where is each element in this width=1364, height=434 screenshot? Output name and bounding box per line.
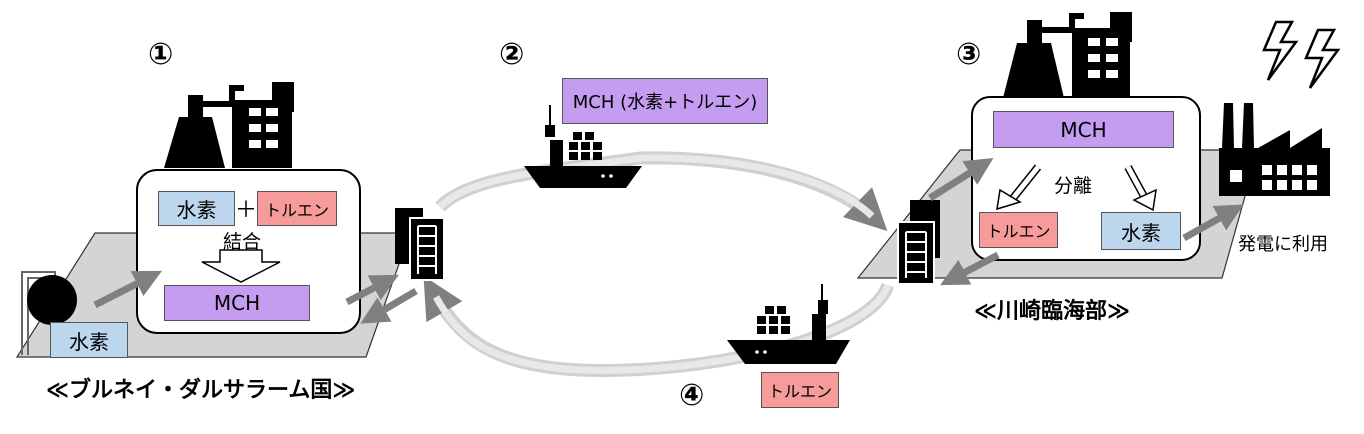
power-use-label: 発電に利用 (1238, 234, 1328, 255)
mch-to-plant-arrow (928, 158, 994, 201)
storage-tank-icon (395, 208, 445, 281)
hydrogen-to-plant-arrow (93, 270, 162, 309)
ship-icon (727, 284, 850, 364)
factory-icon (1003, 12, 1132, 98)
toluene-to-plant-arrow (360, 287, 418, 324)
brunei-toluene-box: トルエン (257, 191, 337, 226)
outbound-cargo-box: MCH (水素+トルエン) (562, 78, 768, 124)
lightning-icon (1262, 20, 1299, 81)
outbound-route-arrow-inner (437, 154, 875, 219)
combine-label: 結合 (223, 231, 262, 253)
ship-icon (524, 105, 642, 188)
step-2-number: ② (499, 37, 525, 72)
brunei-mch-box: MCH (164, 285, 310, 321)
step-3-number: ③ (956, 37, 982, 72)
separation-label: 分離 (1054, 175, 1093, 197)
brunei-region-label: ≪ブルネイ・ダルサラーム国≫ (46, 378, 356, 403)
storage-tank-icon (897, 200, 940, 285)
combine-arrow (201, 249, 281, 283)
return-route-arrow-inner (432, 283, 892, 374)
power-plant-icon (1219, 103, 1330, 196)
factory-icon (164, 82, 294, 168)
hydrogen-to-power-arrow (1182, 204, 1244, 242)
kawasaki-region-label: ≪川崎臨海部≫ (974, 299, 1131, 324)
plus-sign: ＋ (235, 198, 258, 223)
source-hydrogen-box: 水素 (50, 322, 128, 358)
toluene-to-tank-arrow (940, 251, 1000, 286)
outbound-route-arrow (435, 151, 888, 232)
gas-sphere-icon (21, 271, 77, 355)
mch-to-tank-arrow (345, 274, 399, 306)
step-4-number: ④ (679, 378, 705, 413)
step-1-number: ① (148, 37, 174, 72)
return-cargo-box: トルエン (761, 372, 839, 408)
kawasaki-hydrogen-box: 水素 (1101, 212, 1181, 250)
brunei-hydrogen-box: 水素 (158, 191, 235, 226)
kawasaki-mch-box: MCH (993, 111, 1174, 148)
kawasaki-toluene-box: トルエン (979, 212, 1058, 248)
lightning-icon (1304, 28, 1341, 89)
